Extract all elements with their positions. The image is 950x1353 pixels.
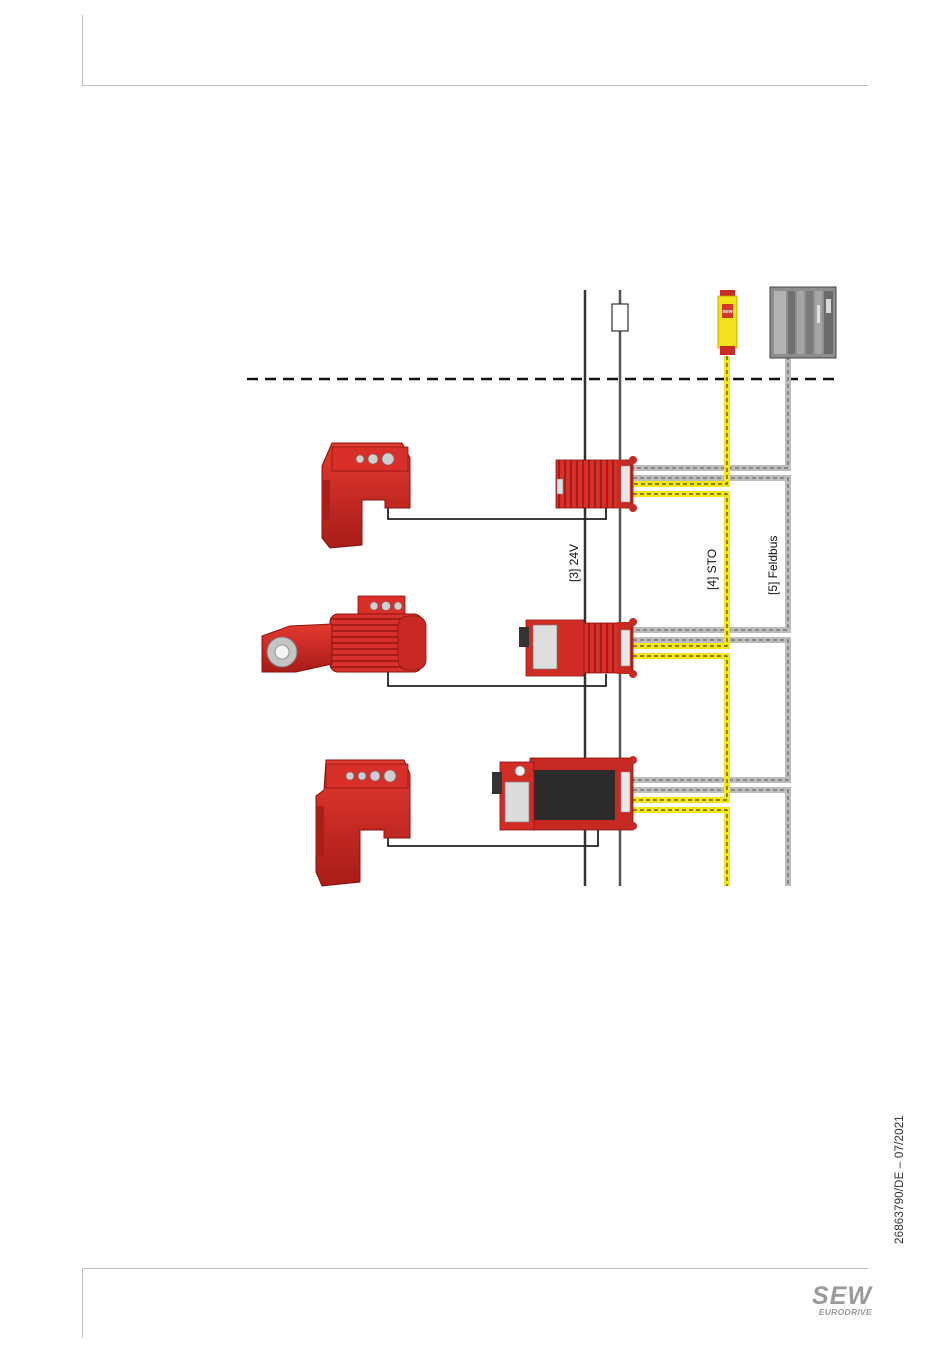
document-code: 26863790/DE – 07/2021 [894, 1115, 906, 1244]
drive-1 [556, 456, 637, 512]
label-fieldbus: [5] Feldbus [766, 536, 780, 595]
drive-3 [492, 756, 637, 830]
gear-motor-1 [322, 443, 410, 548]
sew-eurodrive-logo: SEW EURODRIVE [796, 1284, 872, 1318]
fuse-symbol [612, 304, 628, 331]
label-supply-24v: [3] 24V [567, 544, 581, 582]
label-sto: [4] STO [705, 549, 719, 590]
drive-2 [519, 618, 637, 678]
logo-line1: SEW [796, 1284, 872, 1308]
safety-relay-module: SEW [718, 290, 737, 355]
safety-module-logo-text: SEW [722, 309, 733, 314]
gear-motor-2 [262, 596, 426, 672]
sto-cable [633, 356, 727, 886]
plc-controller [770, 287, 836, 358]
logo-line2: EURODRIVE [796, 1308, 872, 1317]
gear-motor-3 [316, 760, 410, 886]
fieldbus-cable [633, 356, 788, 886]
